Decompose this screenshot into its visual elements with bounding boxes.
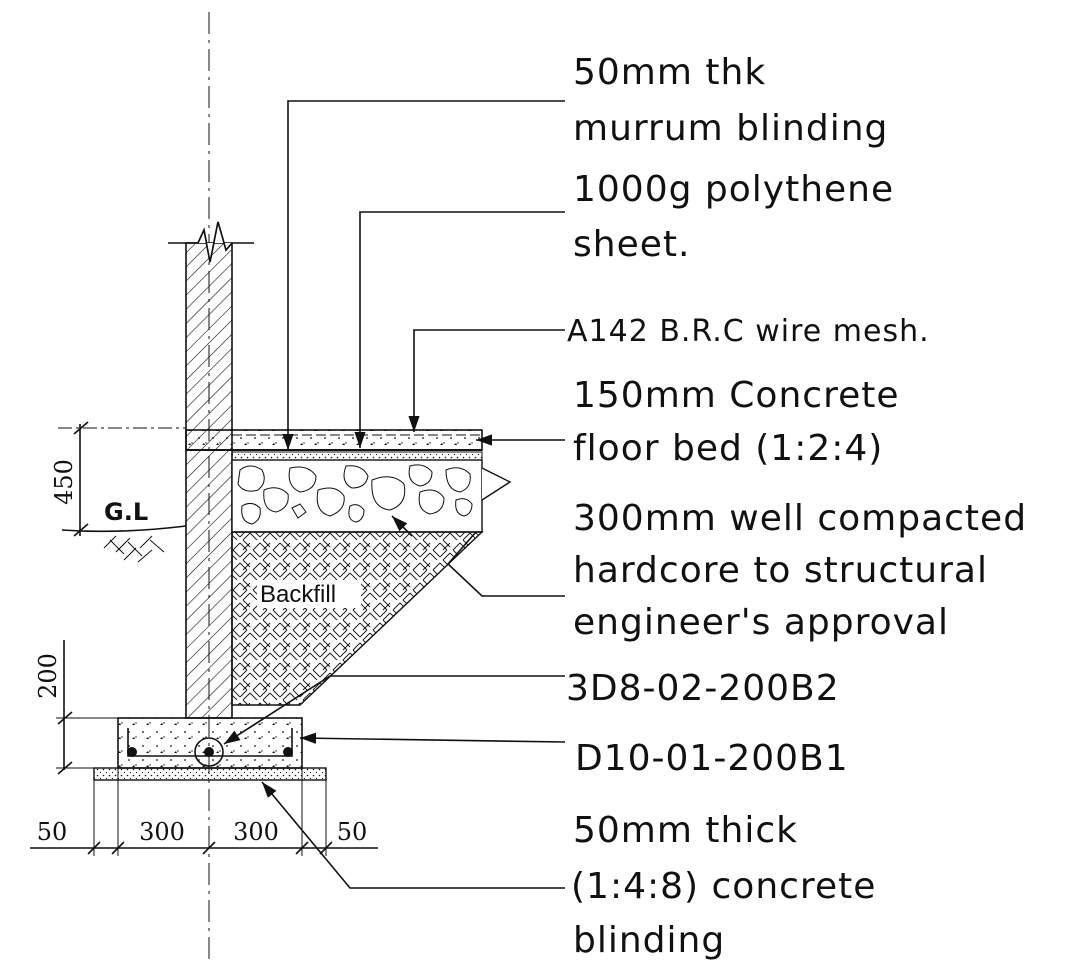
label-murrum-1: 50mm thk — [573, 52, 766, 93]
label-hardcore-3: engineer's approval — [573, 602, 949, 643]
svg-text:200: 200 — [34, 653, 62, 699]
label-blinding-2: (1:4:8) concrete — [571, 866, 876, 907]
hardcore-layer — [231, 459, 512, 533]
svg-text:300: 300 — [233, 818, 279, 846]
label-hardcore-2: hardcore to structural — [573, 550, 988, 591]
svg-text:50: 50 — [337, 818, 368, 846]
svg-text:50: 50 — [37, 818, 68, 846]
label-blinding-1: 50mm thick — [573, 810, 798, 851]
strip-footing — [117, 717, 303, 769]
leader-lines — [223, 100, 566, 889]
label-hardcore-1: 300mm well compacted — [573, 498, 1027, 539]
dimension-200: 200 — [34, 640, 118, 775]
svg-text:300: 300 — [139, 818, 185, 846]
ground-level-label: G.L — [104, 498, 148, 526]
ground-level: G.L — [61, 498, 187, 563]
backfill — [231, 531, 484, 706]
label-floor-bed-1: 150mm Concrete — [573, 375, 900, 416]
backfill-label: Backfill — [260, 581, 336, 608]
label-bar-top: 3D8-02-200B2 — [566, 668, 840, 709]
label-murrum-2: murrum blinding — [573, 108, 888, 149]
label-bar-bottom: D10-01-200B1 — [575, 738, 849, 779]
label-polythene-1: 1000g polythene — [573, 169, 894, 210]
concrete-floor-bed — [185, 429, 483, 451]
label-wire-mesh: A142 B.R.C wire mesh. — [567, 314, 930, 349]
annotations: 50mm thk murrum blinding 1000g polythene… — [566, 52, 1027, 961]
label-blinding-3: blinding — [573, 920, 725, 961]
murrum-blinding-layer — [231, 451, 483, 461]
svg-text:450: 450 — [50, 459, 78, 505]
label-floor-bed-2: floor bed (1:2:4) — [573, 428, 883, 469]
dimension-450: 450 — [50, 421, 186, 537]
label-polythene-2: sheet. — [573, 224, 690, 265]
concrete-blinding — [93, 767, 327, 781]
dimension-chain: 50 300 300 50 — [30, 768, 378, 856]
